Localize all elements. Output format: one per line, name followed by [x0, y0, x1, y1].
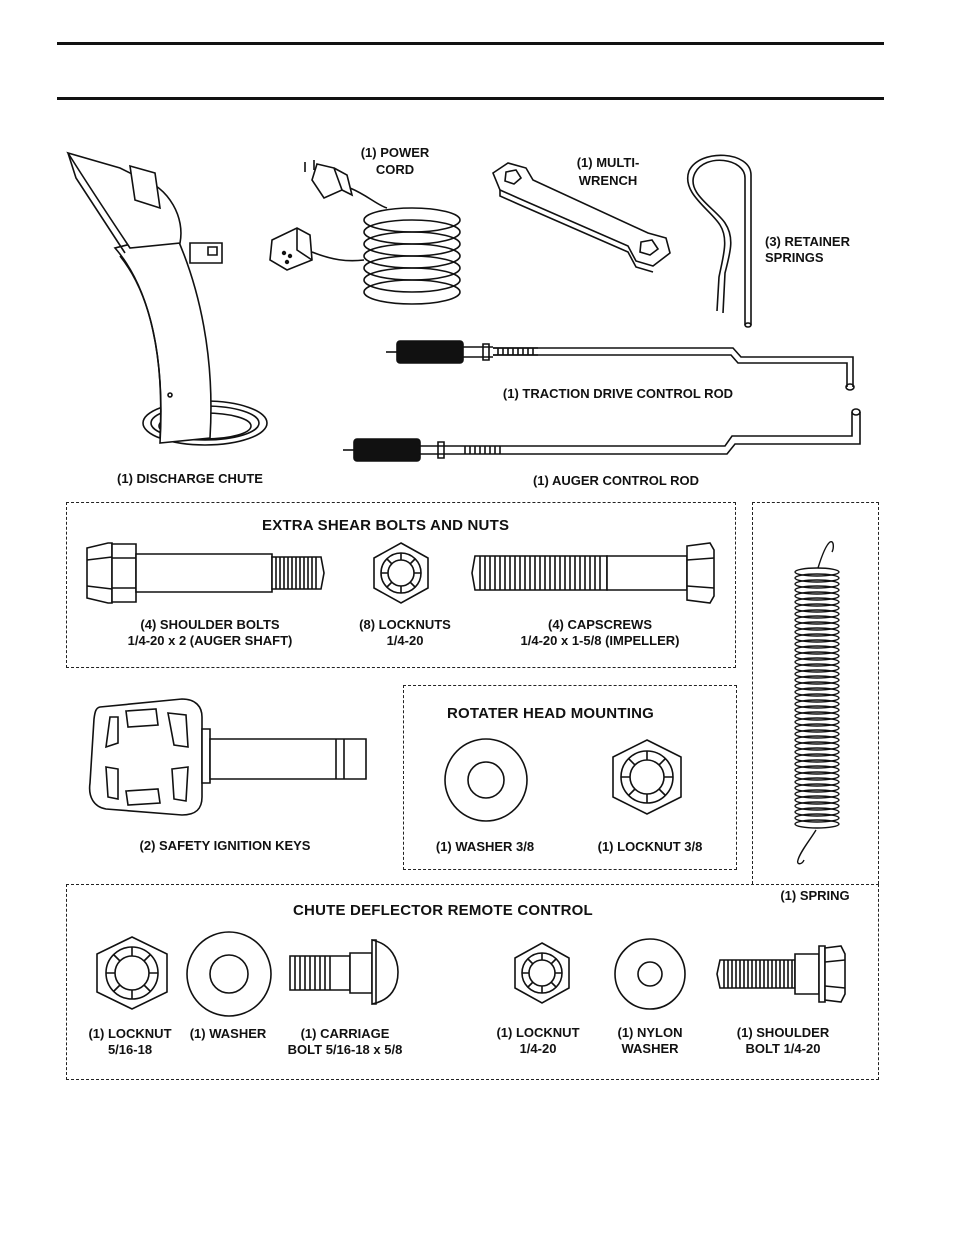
auger-rod-illustration: [340, 408, 865, 466]
retainer-springs-label-line1: (3) RETAINER: [765, 234, 850, 249]
spring-label: (1) SPRING: [780, 888, 850, 903]
power-cord-label-line1: (1) POWER: [360, 145, 430, 160]
chute-deflector-box: [66, 884, 879, 1080]
locknut-quarter-illustration: [368, 540, 434, 606]
retainer-spring-illustration: [685, 153, 760, 331]
spring-box: [752, 502, 879, 884]
locknut-quarter-b-label: (1) LOCKNUT 1/4-20: [488, 1025, 588, 1057]
header-rule-bottom: [57, 97, 884, 100]
multi-wrench-label-line1: (1) MULTI-: [576, 155, 640, 170]
carriage-bolt-label-line2: BOLT 5/16-18 x 5/8: [287, 1042, 403, 1057]
locknuts-label-line1: (8) LOCKNUTS: [359, 617, 451, 632]
traction-rod-illustration: [383, 335, 865, 393]
discharge-chute-illustration: [60, 148, 275, 463]
nylon-washer-label-line2: WASHER: [621, 1041, 679, 1056]
extension-spring-illustration: [788, 540, 846, 865]
locknut-5-16-label: (1) LOCKNUT 5/16-18: [80, 1026, 180, 1058]
power-cord-illustration: [262, 150, 472, 315]
locknut-quarter-b-illustration: [509, 940, 575, 1006]
retainer-springs-label-line2: SPRINGS: [765, 250, 824, 265]
locknut-3-8-illustration: [609, 737, 685, 817]
washer-label-line1: (1) WASHER: [189, 1026, 267, 1041]
chute-section-title: CHUTE DEFLECTOR REMOTE CONTROL: [293, 902, 593, 919]
power-cord-label-line2: CORD: [375, 162, 415, 177]
shoulder-bolts-label-line1: (4) SHOULDER BOLTS: [140, 617, 280, 632]
washer-label: (1) WASHER: [180, 1026, 276, 1042]
multi-wrench-label: (1) MULTI- WRENCH: [558, 155, 658, 189]
nylon-washer-label: (1) NYLON WASHER: [600, 1025, 700, 1057]
capscrews-label: (4) CAPSCREWS 1/4-20 x 1-5/8 (IMPELLER): [495, 617, 705, 649]
retainer-springs-label: (3) RETAINER SPRINGS: [765, 234, 850, 266]
discharge-chute-label: (1) DISCHARGE CHUTE: [117, 471, 263, 486]
nylon-washer-label-line1: (1) NYLON: [617, 1025, 683, 1040]
locknut-5-16-illustration: [93, 934, 171, 1012]
ignition-keys-label: (2) SAFETY IGNITION KEYS: [139, 838, 311, 853]
capscrews-label-line2: 1/4-20 x 1-5/8 (IMPELLER): [520, 633, 680, 648]
multi-wrench-label-line2: WRENCH: [578, 173, 638, 188]
auger-rod-label: (1) AUGER CONTROL ROD: [532, 473, 700, 488]
shoulder-bolt-illustration: [84, 540, 329, 606]
locknut-3-8-label: (1) LOCKNUT 3/8: [597, 839, 703, 854]
shear-section-title: EXTRA SHEAR BOLTS AND NUTS: [262, 517, 510, 534]
carriage-bolt-illustration: [288, 938, 400, 1006]
capscrews-label-line1: (4) CAPSCREWS: [547, 617, 652, 632]
locknuts-label: (8) LOCKNUTS 1/4-20: [345, 617, 465, 649]
shoulder-bolt-small-label-line1: (1) SHOULDER: [736, 1025, 830, 1040]
carriage-bolt-label: (1) CARRIAGE BOLT 5/16-18 x 5/8: [275, 1026, 415, 1058]
power-cord-label: (1) POWER CORD: [345, 145, 445, 178]
multi-wrench-illustration: [488, 158, 673, 270]
washer-3-8-label: (1) WASHER 3/8: [435, 839, 535, 854]
capscrew-illustration: [472, 540, 717, 606]
locknuts-label-line2: 1/4-20: [386, 633, 424, 648]
carriage-bolt-label-line1: (1) CARRIAGE: [300, 1026, 390, 1041]
washer-3-8-illustration: [443, 737, 529, 823]
shoulder-bolt-small-illustration: [717, 942, 849, 1006]
header-rule-top: [57, 42, 884, 45]
shoulder-bolt-small-label: (1) SHOULDER BOLT 1/4-20: [725, 1025, 841, 1057]
ignition-key-illustration: [86, 697, 371, 819]
locknut-5-16-label-line2: 5/16-18: [107, 1042, 153, 1057]
nylon-washer-illustration: [613, 937, 687, 1011]
locknut-5-16-label-line1: (1) LOCKNUT: [88, 1026, 172, 1041]
shoulder-bolt-small-label-line2: BOLT 1/4-20: [745, 1041, 821, 1056]
shoulder-bolts-label-line2: 1/4-20 x 2 (AUGER SHAFT): [127, 633, 293, 648]
locknut-quarter-b-label-line2: 1/4-20: [519, 1041, 557, 1056]
shear-bolts-box: [66, 502, 736, 668]
rotater-box: [403, 685, 737, 870]
traction-rod-label: (1) TRACTION DRIVE CONTROL ROD: [502, 386, 734, 401]
washer-illustration: [185, 930, 273, 1018]
rotater-section-title: ROTATER HEAD MOUNTING: [447, 705, 654, 722]
locknut-quarter-b-label-line1: (1) LOCKNUT: [496, 1025, 580, 1040]
shoulder-bolts-label: (4) SHOULDER BOLTS 1/4-20 x 2 (AUGER SHA…: [105, 617, 315, 649]
